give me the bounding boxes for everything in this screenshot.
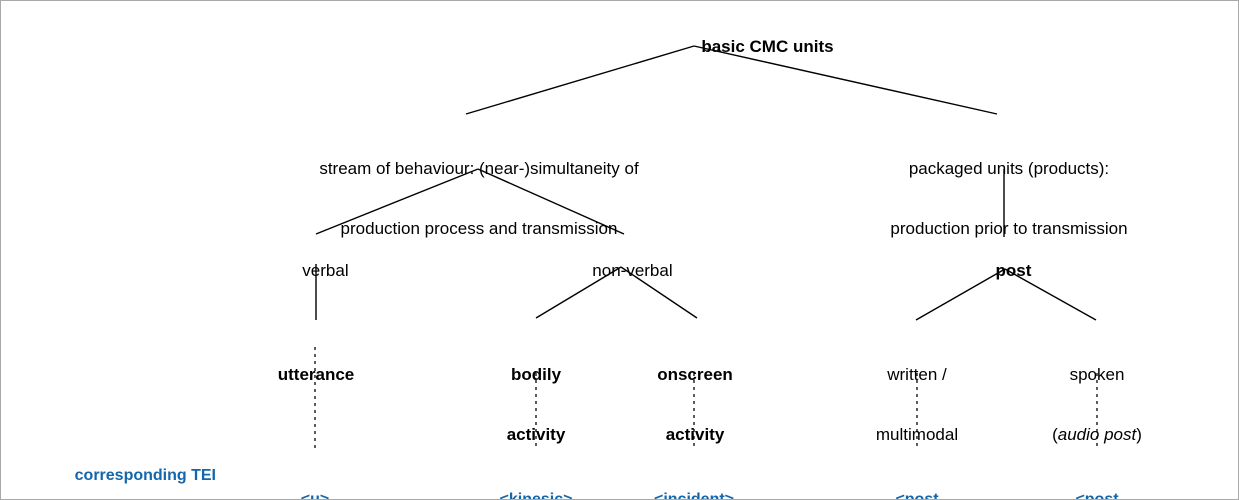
tei-caption: corresponding TEI elements:	[31, 428, 216, 499]
node-spoken-paren-open: (	[1052, 425, 1058, 444]
node-packaged-line1: packaged units (products):	[908, 159, 1110, 178]
tei-element-post-spoken-line1: <post	[1075, 491, 1119, 500]
tei-element-post-written: <post modality='written'>	[851, 452, 983, 500]
tei-element-incident: <incident>	[653, 452, 735, 500]
node-root-label: basic CMC units	[701, 37, 834, 56]
node-packaged-line2: production prior to transmission	[890, 219, 1128, 238]
node-utterance: utterance	[278, 325, 355, 425]
node-packaged-units: packaged units (products): production pr…	[890, 119, 1127, 279]
node-stream-line1: stream of behaviour: (near-)simultaneity…	[319, 159, 639, 178]
node-utterance-line1: utterance	[277, 365, 355, 384]
node-spoken-paren-close: )	[1136, 425, 1142, 444]
node-spoken-audio-post: spoken (audio post)	[1052, 325, 1142, 485]
node-stream-of-behaviour: stream of behaviour: (near-)simultaneity…	[319, 119, 638, 279]
node-spoken-audio-post-em: audio post	[1057, 425, 1137, 444]
node-non-verbal: non-verbal	[573, 241, 672, 301]
node-written-line2: multimodal	[875, 425, 959, 444]
node-written-line1: written /	[887, 365, 947, 384]
node-verbal: verbal	[283, 241, 348, 301]
node-onscreen-line1: onscreen	[657, 365, 733, 384]
node-root: basic CMC units	[682, 17, 833, 77]
tei-element-post-spoken: <post modality='spoken'>	[1029, 452, 1165, 500]
node-spoken-line1: spoken	[1069, 365, 1125, 384]
tei-element-post-written-line1: <post	[895, 491, 939, 500]
tei-element-kinesic: <kinesic>	[499, 452, 573, 500]
node-post: post	[977, 241, 1032, 301]
node-stream-line2: production process and transmission	[340, 219, 618, 238]
edge-root-to-stream	[465, 45, 695, 115]
node-onscreen-activity: onscreen activity	[657, 325, 733, 485]
node-post-label: post	[995, 261, 1032, 280]
node-bodily-line1: bodily	[510, 365, 562, 384]
tei-element-u-line1: <u>	[300, 491, 330, 500]
tei-caption-line1: corresponding TEI	[74, 467, 216, 484]
tei-element-incident-line1: <incident>	[653, 491, 735, 500]
tei-element-kinesic-line1: <kinesic>	[499, 491, 573, 500]
tei-element-u: <u>	[300, 452, 330, 500]
node-verbal-label: verbal	[302, 261, 349, 280]
node-bodily-activity: bodily activity	[507, 325, 566, 485]
node-onscreen-line2: activity	[665, 425, 725, 444]
node-non-verbal-label: non-verbal	[592, 261, 673, 280]
node-spoken-line2: (audio post)	[1052, 425, 1142, 445]
node-written-multimodal: written / multimodal	[876, 325, 958, 485]
node-bodily-line2: activity	[506, 425, 566, 444]
